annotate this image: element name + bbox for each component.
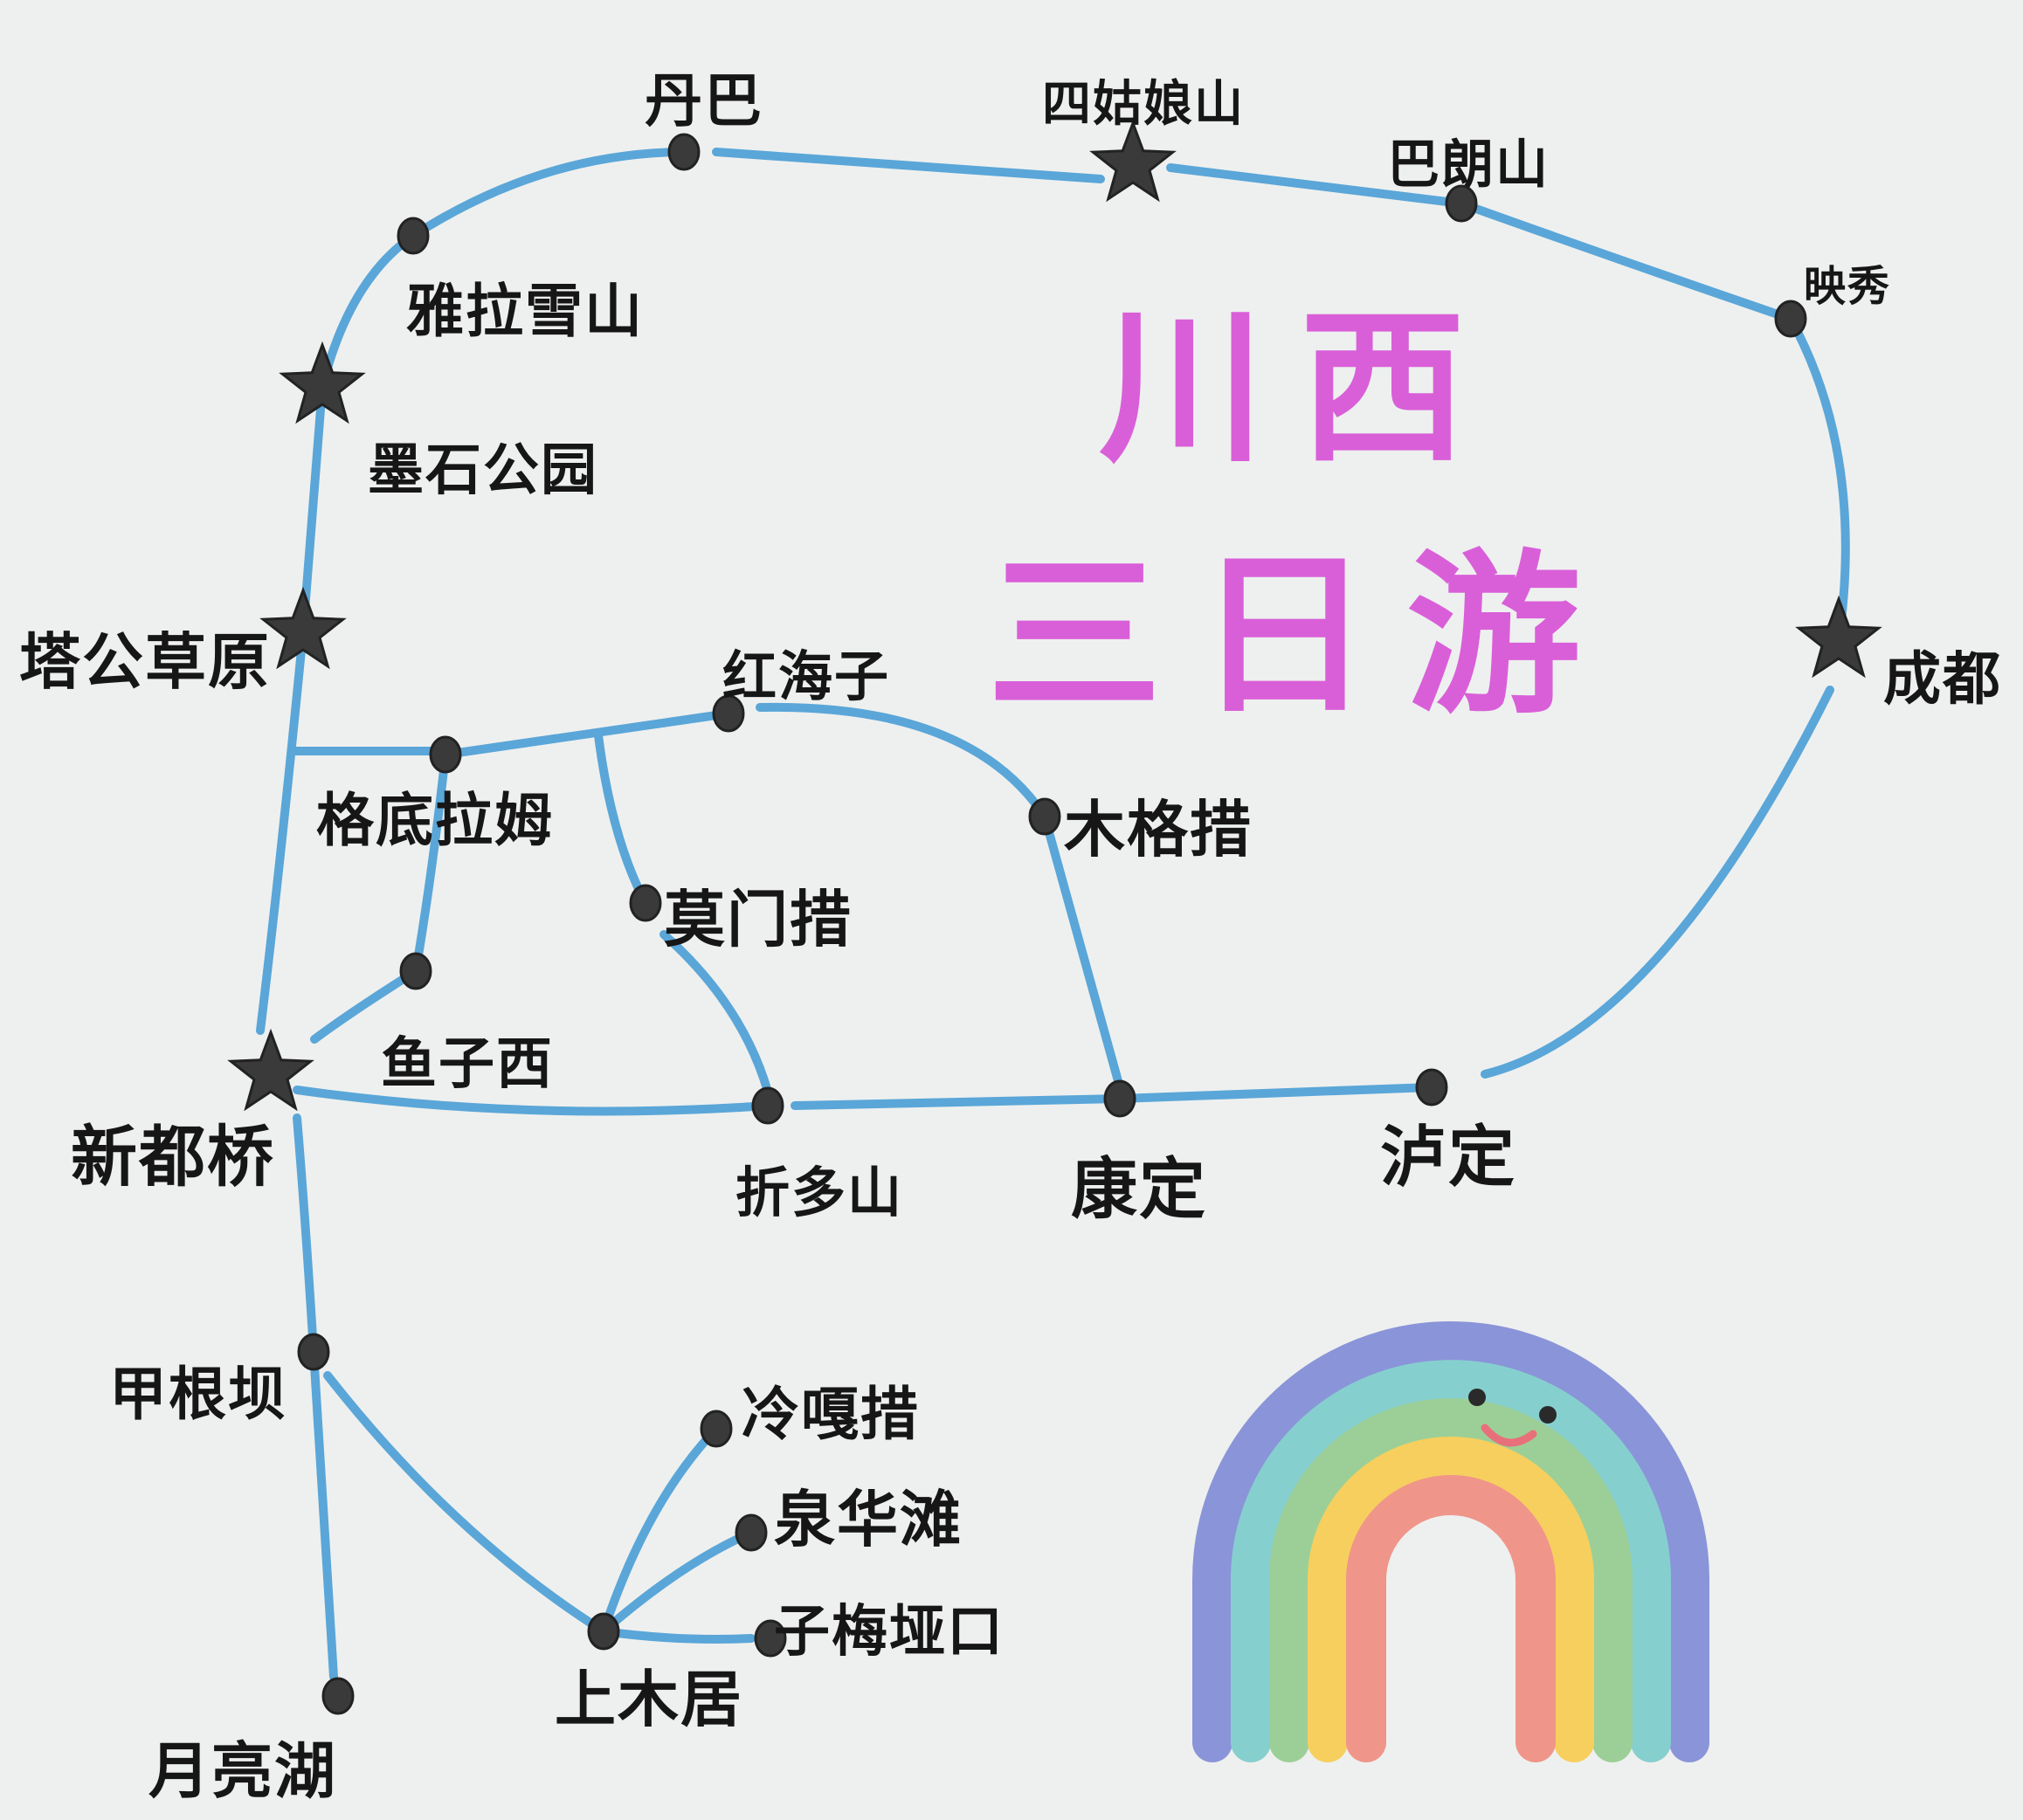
dot-marker-jiagenba	[297, 1333, 330, 1371]
route-segment	[599, 1424, 721, 1636]
route-segment	[599, 1528, 756, 1636]
dot-marker-zimeiyakou	[754, 1619, 787, 1658]
route-segment	[1786, 314, 1850, 645]
dot-marker-kangding	[1103, 1079, 1136, 1118]
route-segment	[599, 1627, 756, 1644]
map-title-line1: 川西	[1099, 292, 1502, 485]
label-honghaizi: 红海子	[722, 645, 891, 708]
rainbow-band	[1346, 1475, 1556, 1762]
label-siguniangshan: 四姑娘山	[1042, 76, 1245, 133]
route-segment	[323, 1371, 608, 1636]
label-jiagenba: 甲根坝	[109, 1361, 287, 1428]
label-yingxiu: 映秀	[1804, 262, 1892, 311]
star-marker-xinduqiao	[227, 1028, 314, 1112]
label-balangshan: 巴朗山	[1387, 134, 1550, 196]
route-segment	[318, 231, 418, 391]
route-segment	[409, 148, 688, 240]
route-segment	[293, 1113, 318, 1356]
rainbow-eye	[1468, 1389, 1486, 1406]
label-zheduoshan: 折多山	[735, 1161, 904, 1224]
rainbow-band	[1308, 1437, 1594, 1762]
dot-marker-yuelianghu	[321, 1677, 355, 1715]
star-marker-chengdu	[1795, 595, 1882, 679]
label-quanhuatan: 泉华滩	[774, 1484, 963, 1555]
route-lines	[256, 148, 1850, 1681]
label-zimeiyakou: 子梅垭口	[774, 1600, 1005, 1665]
dot-marker-momencuo	[629, 884, 662, 922]
label-moshigongyuan: 墨石公园	[368, 438, 598, 503]
label-lenggacuo: 冷嘎措	[742, 1381, 920, 1448]
star-marker-siguniangshan	[1089, 119, 1177, 203]
route-segment	[293, 1086, 772, 1116]
dot-marker-lenggacuo	[700, 1410, 733, 1448]
dot-marker-honghaizi	[712, 694, 745, 733]
route-segment	[1166, 163, 1466, 208]
route-segment	[310, 967, 420, 1044]
label-yalaxueshan: 雅拉雪山	[406, 278, 644, 345]
dot-marker-yuzixi	[399, 952, 432, 990]
map-title-line2: 三日游	[987, 534, 1617, 738]
label-luding: 泸定	[1380, 1118, 1516, 1196]
label-momencuo: 莫门措	[664, 884, 853, 955]
label-danba: 丹巴	[645, 67, 763, 134]
dot-marker-shangmuju	[587, 1612, 620, 1651]
route-segment	[256, 628, 307, 1035]
rainbow-band	[1231, 1360, 1671, 1762]
dot-marker-danba	[667, 133, 701, 171]
rainbow-eye	[1539, 1406, 1557, 1424]
route-segment	[1040, 812, 1124, 1092]
route-segment	[712, 148, 1105, 183]
label-tagongcaoyuan: 塔公草原	[19, 626, 271, 698]
route-segment	[309, 1348, 338, 1681]
label-chengdu: 成都	[1883, 645, 2002, 713]
dot-marker-zheduoshan	[751, 1086, 784, 1125]
dot-marker-balangshan	[1445, 184, 1478, 223]
route-segment	[791, 1094, 1124, 1110]
label-gedilamu: 格底拉姆	[316, 787, 554, 854]
rainbow-sticker	[1192, 1321, 1709, 1762]
rainbow-smile	[1481, 1424, 1537, 1447]
label-yuzixi: 鱼子西	[381, 1032, 554, 1097]
dot-marker-luding	[1415, 1068, 1448, 1106]
dot-marker-quanhuatan	[735, 1513, 768, 1552]
route-segment	[659, 930, 772, 1096]
place-markers	[227, 119, 1882, 1715]
route-segment	[441, 709, 733, 759]
route-segment	[1115, 1083, 1436, 1103]
route-segment	[594, 731, 650, 907]
dot-marker-mugecuo	[1028, 797, 1061, 836]
label-kangding: 康定	[1071, 1150, 1207, 1228]
route-segment	[1481, 686, 1834, 1079]
label-shangmuju: 上木居	[555, 1664, 743, 1735]
route-segment	[756, 702, 1049, 821]
route-segment	[1457, 199, 1795, 323]
label-mugecuo: 木格措	[1064, 794, 1253, 865]
label-yuelianghu: 月亮湖	[148, 1735, 337, 1807]
route-segment	[299, 383, 327, 637]
dot-marker-yingxiu	[1774, 300, 1807, 338]
route-segment	[411, 750, 450, 975]
dot-marker-gedilamu	[429, 735, 462, 774]
rainbow-band	[1192, 1321, 1709, 1762]
label-xinduqiao: 新都桥	[71, 1118, 275, 1196]
rainbow-band	[1269, 1398, 1633, 1762]
star-marker-tagongcaoyuan	[259, 586, 347, 670]
dot-marker-yalaxueshan	[397, 217, 430, 255]
star-marker-moshigongyuan	[279, 341, 366, 424]
